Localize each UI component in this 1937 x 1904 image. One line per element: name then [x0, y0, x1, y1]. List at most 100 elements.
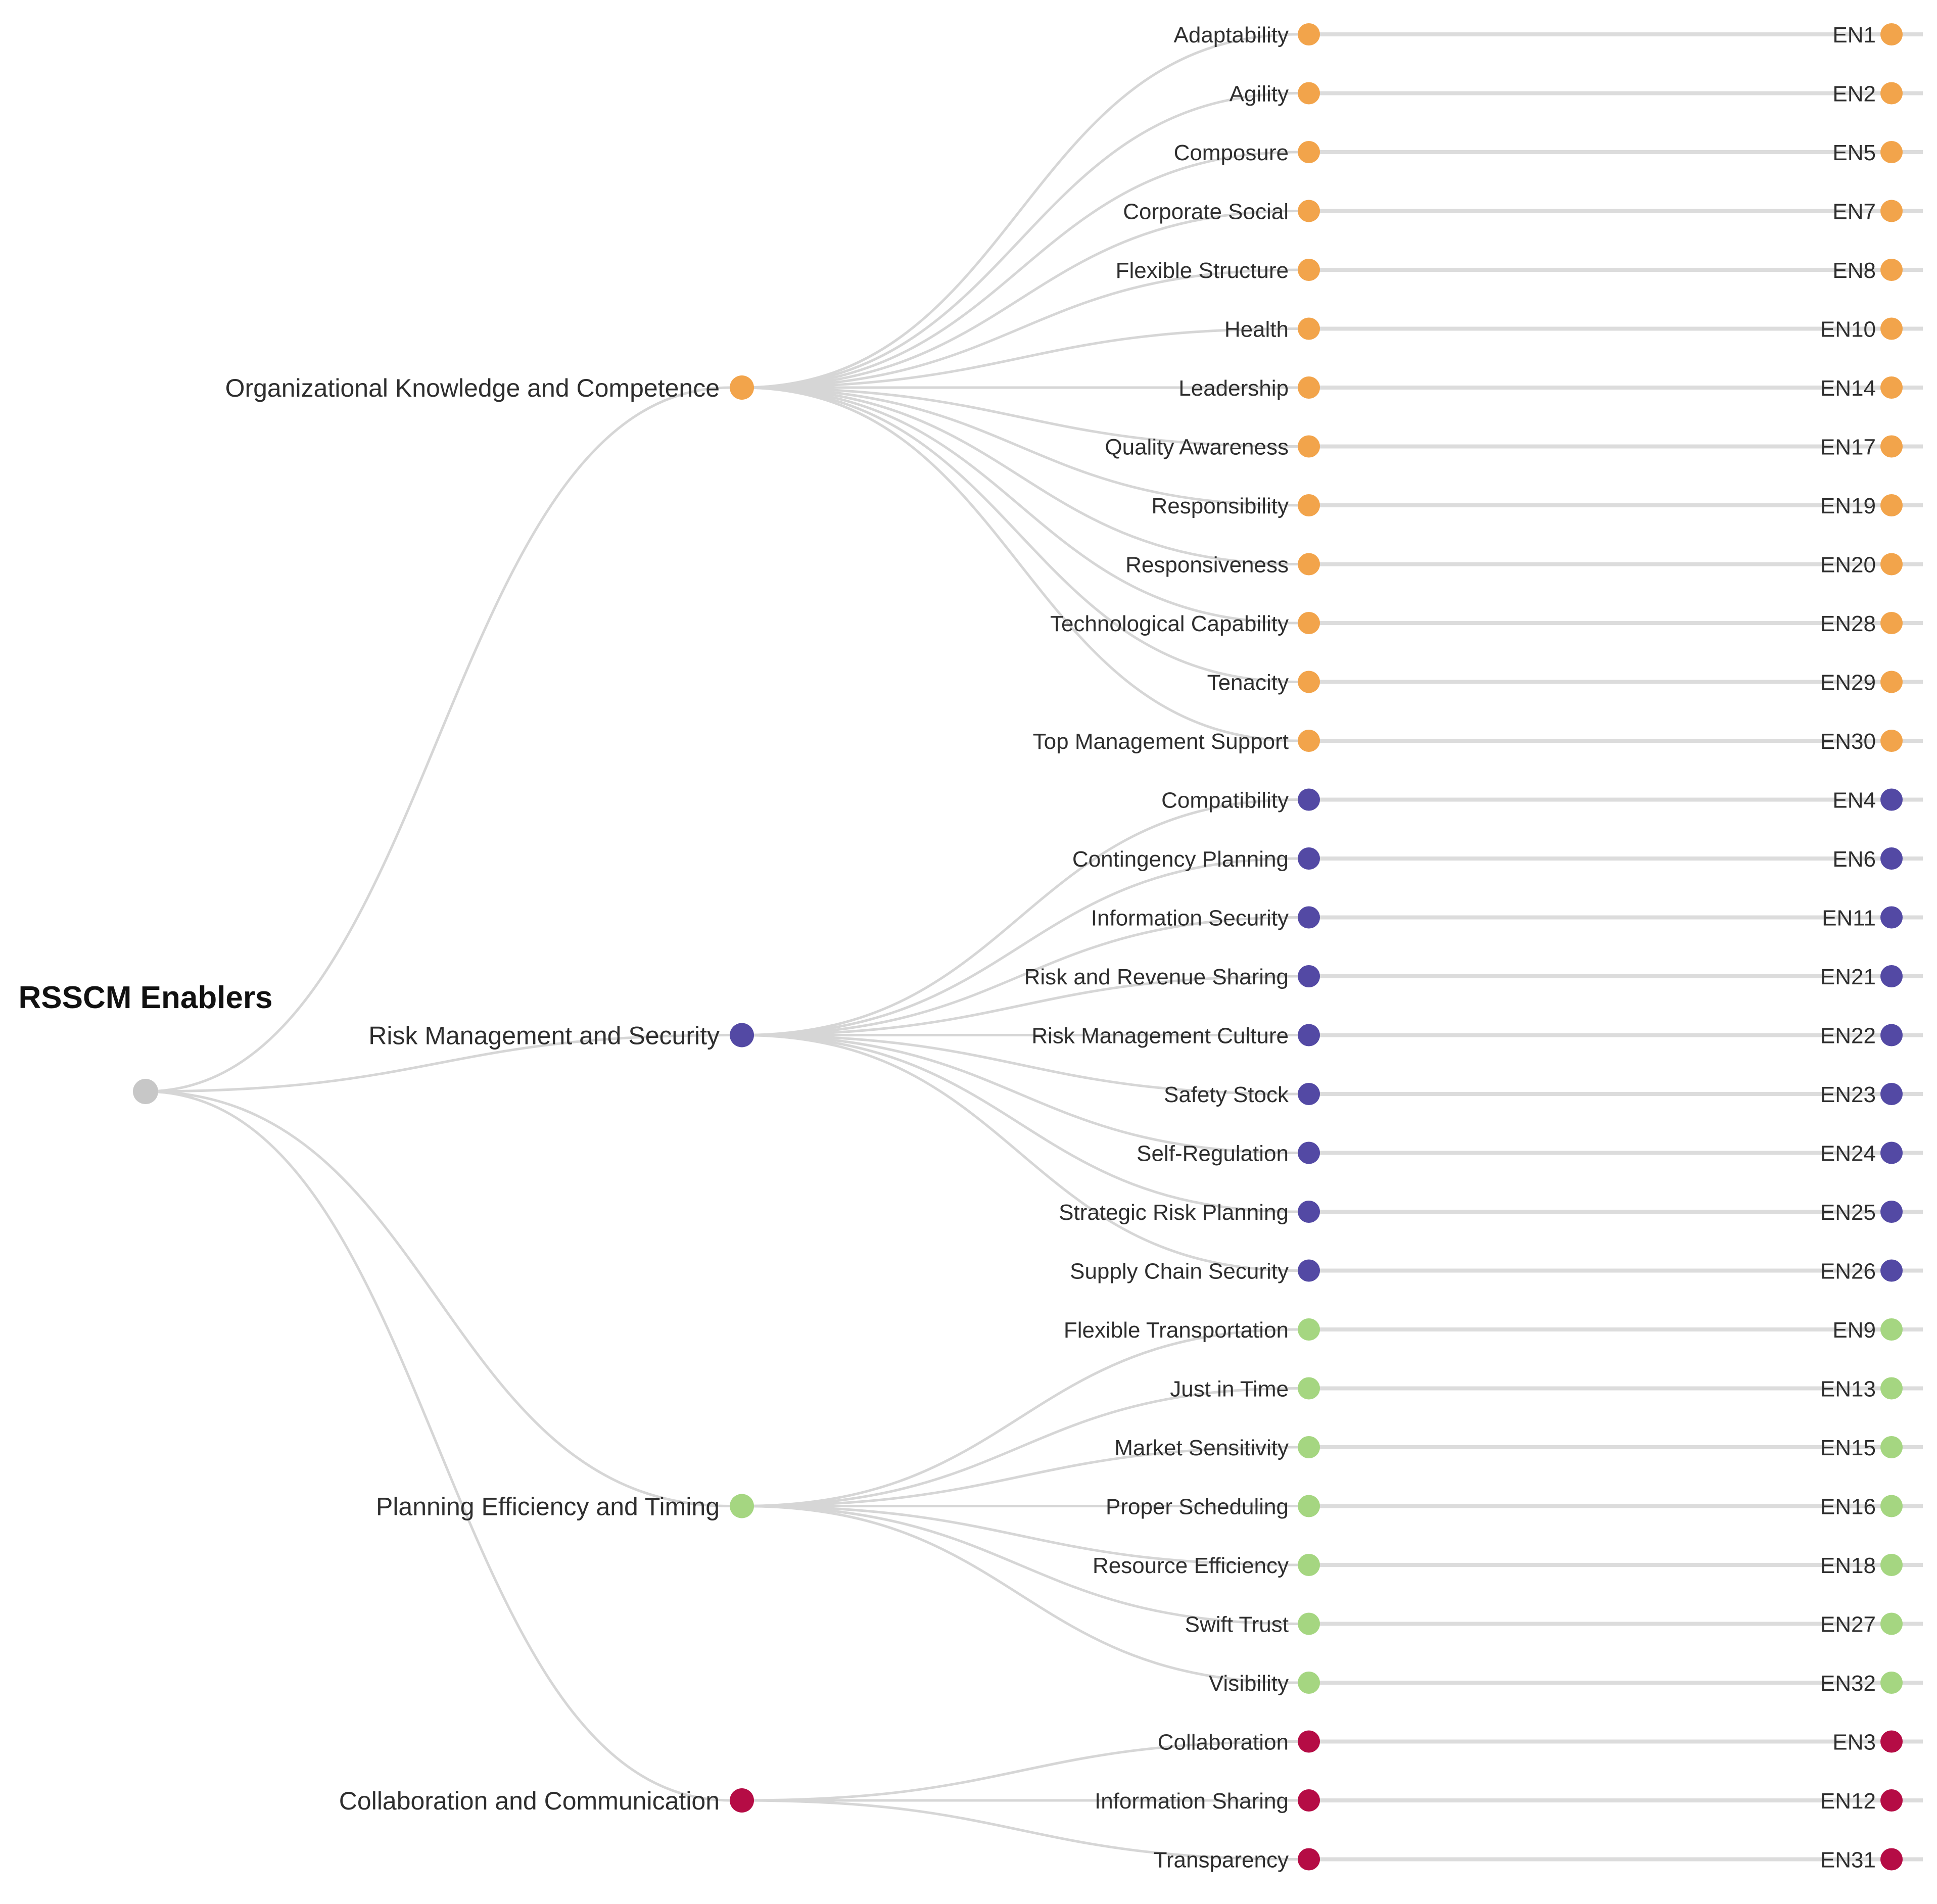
category-to-leaf-link [741, 975, 1298, 1036]
category-node [730, 375, 754, 400]
leaf-label: Contingency Planning [1072, 847, 1289, 872]
leaf-label: Supply Chain Security [1070, 1259, 1289, 1284]
code-label: EN7 [1832, 200, 1876, 224]
category-to-leaf-link [741, 386, 1298, 507]
nodes-layer [133, 23, 1903, 1871]
category-to-leaf-link [741, 386, 1298, 448]
category-to-leaf-link [741, 1799, 1298, 1861]
code-label: EN19 [1820, 494, 1876, 518]
code-node [1880, 1554, 1903, 1576]
code-label: EN24 [1820, 1141, 1876, 1166]
leaf-node [1298, 906, 1320, 929]
leaf-node [1298, 1554, 1320, 1576]
category-to-leaf-link [741, 327, 1298, 389]
leaf-label: Safety Stock [1164, 1082, 1289, 1107]
leaf-label: Tenacity [1207, 671, 1289, 695]
root-to-category-link [145, 386, 730, 1093]
code-node [1880, 1083, 1903, 1105]
leaf-node [1298, 730, 1320, 752]
code-label: EN15 [1820, 1436, 1876, 1460]
leaf-label: Flexible Structure [1116, 258, 1289, 283]
code-label: EN12 [1820, 1789, 1876, 1814]
leaf-node [1298, 1789, 1320, 1812]
category-to-leaf-link [741, 1034, 1298, 1096]
leaf-label: Proper Scheduling [1106, 1495, 1289, 1519]
category-node [730, 1494, 754, 1518]
leaf-node [1298, 494, 1320, 516]
leaf-label: Leadership [1178, 376, 1289, 401]
category-to-leaf-link [741, 151, 1298, 389]
code-node [1880, 1318, 1903, 1341]
leaf-node [1298, 1259, 1320, 1282]
leaf-connector-lines-layer [1309, 32, 1923, 1862]
leaf-node [1298, 1083, 1320, 1105]
leaf-node [1298, 788, 1320, 811]
leaf-label: Risk Management Culture [1031, 1024, 1289, 1049]
leaf-node [1298, 317, 1320, 340]
code-label: EN9 [1832, 1318, 1876, 1343]
leaf-label: Information Sharing [1095, 1789, 1289, 1814]
code-label: EN32 [1820, 1671, 1876, 1696]
code-label: EN5 [1832, 140, 1876, 165]
leaf-node [1298, 141, 1320, 163]
code-label: EN1 [1832, 23, 1876, 47]
category-to-leaf-link [741, 916, 1298, 1036]
code-label: EN18 [1820, 1553, 1876, 1578]
leaf-node [1298, 435, 1320, 458]
category-to-leaf-link [741, 1446, 1298, 1507]
code-node [1880, 1789, 1903, 1812]
code-label: EN13 [1820, 1377, 1876, 1402]
code-label: EN26 [1820, 1259, 1876, 1284]
leaf-node [1298, 671, 1320, 693]
code-node [1880, 612, 1903, 634]
code-node [1880, 1730, 1903, 1753]
root-label: RSSCM Enablers [18, 980, 272, 1015]
code-node [1880, 1201, 1903, 1223]
code-node [1880, 1848, 1903, 1871]
category-to-leaf-link [741, 798, 1298, 1036]
code-node [1880, 788, 1903, 811]
category-to-leaf-link [741, 1328, 1298, 1507]
leaf-node [1298, 200, 1320, 222]
leaf-label: Technological Capability [1050, 611, 1289, 636]
category-to-leaf-link [741, 1034, 1298, 1154]
code-node [1880, 435, 1903, 458]
category-to-leaf-link [741, 1387, 1298, 1507]
category-to-leaf-link [741, 1034, 1298, 1213]
code-label: EN8 [1832, 258, 1876, 283]
code-label: EN2 [1832, 82, 1876, 107]
leaf-node [1298, 1436, 1320, 1458]
category-label: Organizational Knowledge and Competence [225, 374, 720, 402]
category-to-leaf-link [741, 33, 1298, 389]
code-label: EN29 [1820, 671, 1876, 695]
code-node [1880, 1377, 1903, 1400]
leaf-node [1298, 847, 1320, 870]
code-node [1880, 82, 1903, 105]
leaf-node [1298, 1024, 1320, 1046]
category-label: Collaboration and Communication [339, 1787, 720, 1815]
leaf-label: Adaptability [1174, 23, 1289, 47]
code-label: EN28 [1820, 611, 1876, 636]
leaf-node [1298, 23, 1320, 45]
code-label: EN30 [1820, 729, 1876, 754]
code-node [1880, 141, 1903, 163]
leaf-label: Transparency [1154, 1848, 1289, 1873]
code-node [1880, 965, 1903, 987]
code-label: EN16 [1820, 1495, 1876, 1519]
code-node [1880, 730, 1903, 752]
code-node [1880, 1495, 1903, 1517]
leaf-label: Strategic Risk Planning [1059, 1200, 1289, 1225]
code-label: EN10 [1820, 317, 1876, 342]
code-label: EN6 [1832, 847, 1876, 872]
code-node [1880, 259, 1903, 281]
code-label: EN25 [1820, 1200, 1876, 1225]
leaf-node [1298, 376, 1320, 399]
leaf-node [1298, 1495, 1320, 1517]
leaf-node [1298, 1318, 1320, 1341]
category-label: Planning Efficiency and Timing [376, 1493, 720, 1521]
leaf-label: Information Security [1091, 906, 1289, 931]
category-to-leaf-link [741, 1505, 1298, 1684]
category-to-leaf-link [741, 386, 1298, 683]
code-label: EN14 [1820, 376, 1876, 401]
